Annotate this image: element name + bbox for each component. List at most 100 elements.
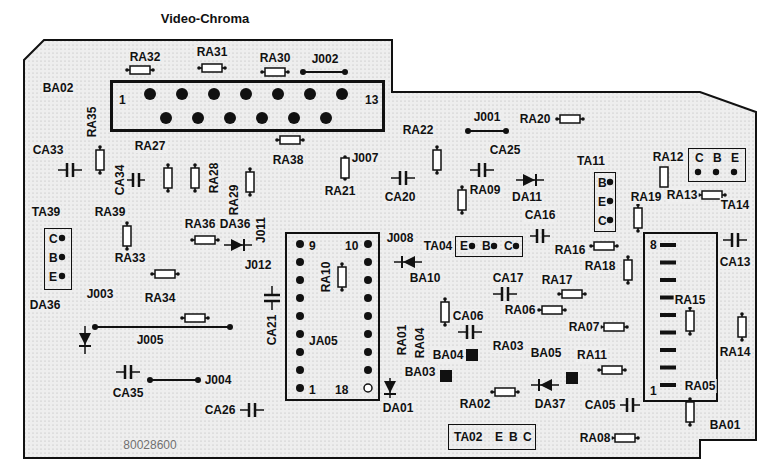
part-name: TA04 xyxy=(423,239,453,253)
part-name: CA34 xyxy=(113,164,127,197)
capacitor-symbol xyxy=(264,286,280,310)
diode-symbol xyxy=(394,256,422,268)
resistor-symbol xyxy=(180,314,210,322)
part-name: CA33 xyxy=(32,143,65,157)
resistor-symbol xyxy=(123,221,131,251)
capacitor-symbol xyxy=(470,163,494,177)
resistor-symbol xyxy=(96,145,104,175)
pin-label: B xyxy=(713,151,722,165)
resistor-symbol xyxy=(150,270,180,278)
jumper-wire xyxy=(92,324,233,330)
diode-symbol xyxy=(224,239,252,251)
part-name: RA03 xyxy=(492,339,525,353)
part-name: BA01 xyxy=(709,418,742,432)
resistor-symbol xyxy=(246,167,254,197)
part-name: DA37 xyxy=(534,397,567,411)
pin-label: B xyxy=(598,176,607,190)
jumper-wire xyxy=(147,377,201,383)
part-name: TA14 xyxy=(720,198,750,212)
diode-symbol xyxy=(531,379,559,391)
pin-label: E xyxy=(49,270,57,284)
part-name: RA22 xyxy=(402,123,435,137)
part-name: BA10 xyxy=(409,271,442,285)
pin-label: C xyxy=(523,430,532,444)
part-name: RA34 xyxy=(144,291,177,305)
part-name: RA28 xyxy=(207,162,221,195)
part-name: RA33 xyxy=(114,251,147,265)
part-name: RA04 xyxy=(413,327,427,360)
part-name: RA18 xyxy=(584,259,617,273)
pin-label: B xyxy=(509,430,518,444)
resistor-symbol xyxy=(589,242,619,250)
pin-label: B xyxy=(482,239,491,253)
pin-label: 1 xyxy=(650,384,657,398)
transistor-footprint: CBE xyxy=(44,228,72,290)
diode-symbol xyxy=(516,174,544,186)
part-name: DA36 xyxy=(219,217,252,231)
resistor-symbol xyxy=(686,306,694,336)
part-name: RA05 xyxy=(684,379,717,393)
resistor-symbol xyxy=(441,297,449,327)
pin-header: 1 13 xyxy=(110,80,385,132)
board-number: 80028600 xyxy=(122,438,177,452)
connector-pins xyxy=(660,245,676,385)
capacitor-symbol xyxy=(493,287,517,301)
pin-label: 10 xyxy=(345,239,358,253)
part-name: BA03 xyxy=(404,365,437,379)
resistor-symbol xyxy=(555,115,585,123)
part-name: CA16 xyxy=(524,208,557,222)
part-name: RA15 xyxy=(674,293,707,307)
part-name: TA39 xyxy=(31,205,61,219)
part-name: RA07 xyxy=(568,320,601,334)
pin-label: C xyxy=(49,232,58,246)
part-name: CA06 xyxy=(452,309,485,323)
part-name: RA31 xyxy=(196,45,229,59)
capacitor-symbol xyxy=(116,365,140,379)
pin-label: E xyxy=(460,239,468,253)
part-name: J012 xyxy=(244,258,273,272)
transistor-footprint: BEC xyxy=(594,172,616,232)
part-name: CA26 xyxy=(204,403,237,417)
part-name: RA13 xyxy=(666,188,699,202)
part-name: BA02 xyxy=(42,81,75,95)
connector-block: 81 xyxy=(643,232,718,402)
part-name: RA02 xyxy=(459,397,492,411)
part-name: J003 xyxy=(86,287,115,301)
resistor-symbol xyxy=(557,290,587,298)
part-name: DA36 xyxy=(29,298,62,312)
solder-pad xyxy=(566,372,578,384)
part-name: RA35 xyxy=(85,106,99,139)
resistor-symbol xyxy=(260,68,290,76)
capacitor-symbol xyxy=(530,229,550,243)
pin-label: 13 xyxy=(365,93,378,107)
jumper-wire xyxy=(300,69,348,75)
part-name: RA38 xyxy=(272,153,305,167)
part-name: RA17 xyxy=(541,273,574,287)
part-name: RA39 xyxy=(94,205,127,219)
part-name: RA19 xyxy=(630,190,663,204)
part-name: CA21 xyxy=(265,314,279,347)
part-name: RA20 xyxy=(519,112,552,126)
solder-pad xyxy=(440,370,452,382)
resistor-symbol xyxy=(599,323,629,331)
capacitor-symbol xyxy=(458,325,482,339)
part-name: RA11 xyxy=(576,348,608,362)
pin-label: 18 xyxy=(335,383,348,397)
part-name: RA29 xyxy=(227,184,241,217)
resistor-symbol xyxy=(624,255,632,285)
part-name: RA32 xyxy=(129,50,162,64)
pin-holes xyxy=(59,88,737,392)
part-name: J007 xyxy=(351,151,380,165)
capacitor-symbol xyxy=(391,171,415,185)
pin-label: 1 xyxy=(119,93,126,107)
ic-socket: 910JA05118 xyxy=(285,232,380,401)
part-name: RA16 xyxy=(554,243,587,257)
part-name: J002 xyxy=(311,52,340,66)
diode-symbol xyxy=(79,326,91,354)
pin-label: E xyxy=(731,151,739,165)
capacitor-symbol xyxy=(620,398,640,412)
part-name: J004 xyxy=(204,373,233,387)
part-name: RA21 xyxy=(324,184,357,198)
resistor-symbol xyxy=(610,434,640,442)
pin-label: 1 xyxy=(309,383,316,397)
